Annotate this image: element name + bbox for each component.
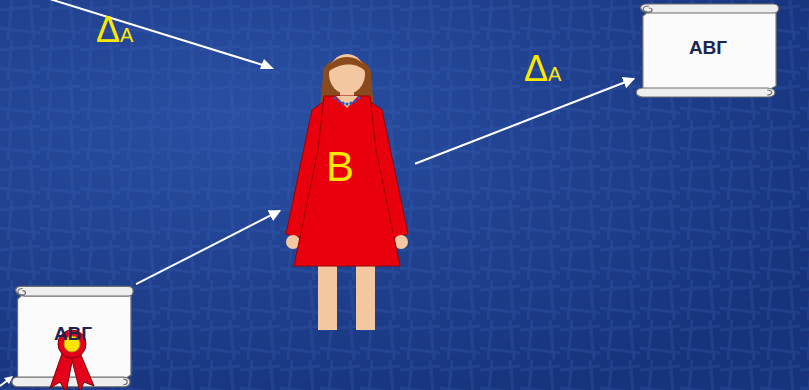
edge-label: ΔA <box>524 51 561 87</box>
person-figure: B <box>280 50 415 330</box>
leader-line <box>40 0 266 66</box>
document-text: АВГ <box>634 37 782 59</box>
document-scroll: АВГ <box>634 0 782 100</box>
document-scroll: АВГ <box>10 282 136 390</box>
document-text: АВГ <box>10 323 136 345</box>
woman-figure <box>280 50 415 330</box>
flow-arrow <box>415 79 634 164</box>
key-label: ΔA <box>96 12 133 48</box>
arrow-head <box>260 59 274 69</box>
person-letter: B <box>310 146 370 188</box>
flow-arrow <box>136 211 280 285</box>
